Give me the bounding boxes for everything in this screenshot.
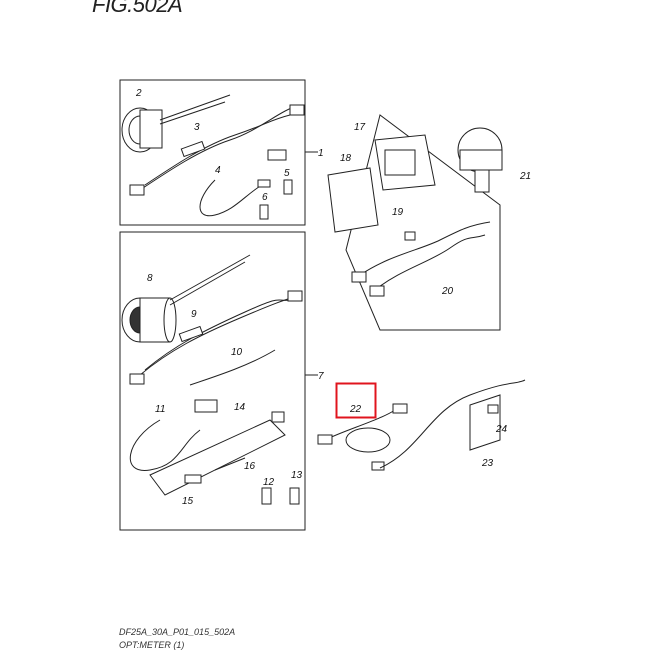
callout-7[interactable]: 7 bbox=[318, 371, 324, 382]
part-11-cable bbox=[129, 399, 218, 471]
callout-6[interactable]: 6 bbox=[262, 192, 268, 203]
callout-24[interactable]: 24 bbox=[495, 424, 508, 435]
part-5-6-connectors bbox=[259, 179, 293, 220]
callout-15[interactable]: 15 bbox=[182, 496, 194, 507]
frame-group-17 bbox=[345, 114, 501, 331]
callout-8[interactable]: 8 bbox=[147, 273, 153, 284]
callout-23[interactable]: 23 bbox=[481, 458, 494, 469]
part-23-24-harness bbox=[379, 379, 526, 469]
callout-labels: 1 2 3 4 5 6 7 8 9 10 11 12 13 14 15 16 1… bbox=[135, 88, 531, 507]
part-4-cable bbox=[199, 149, 287, 217]
highlight-box-part-22[interactable] bbox=[335, 382, 377, 419]
figure-subtitle: OPT:METER (1) bbox=[119, 640, 185, 650]
callout-12[interactable]: 12 bbox=[263, 477, 275, 488]
frame-group-7 bbox=[119, 231, 306, 531]
part-12-13-connectors bbox=[261, 487, 300, 505]
callout-19[interactable]: 19 bbox=[392, 207, 404, 218]
part-19-harness bbox=[351, 221, 491, 297]
callout-17[interactable]: 17 bbox=[354, 122, 366, 133]
part-8-gauge bbox=[121, 254, 251, 343]
part-14-15-16-kit bbox=[149, 411, 286, 496]
callout-4[interactable]: 4 bbox=[215, 165, 221, 176]
figure-title: FIG.502A bbox=[92, 0, 183, 17]
callout-22[interactable]: 22 bbox=[349, 404, 362, 415]
callout-13[interactable]: 13 bbox=[291, 470, 303, 481]
callout-1[interactable]: 1 bbox=[318, 148, 324, 159]
figure-code: DF25A_30A_P01_015_502A bbox=[119, 627, 236, 637]
part-17-18-display bbox=[327, 134, 436, 233]
part-9-harness bbox=[129, 290, 303, 385]
callout-16[interactable]: 16 bbox=[244, 461, 256, 472]
callout-18[interactable]: 18 bbox=[340, 153, 352, 164]
callout-5[interactable]: 5 bbox=[284, 168, 290, 179]
callout-14[interactable]: 14 bbox=[234, 402, 246, 413]
callout-10[interactable]: 10 bbox=[231, 347, 243, 358]
callout-20[interactable]: 20 bbox=[441, 286, 454, 297]
callout-11[interactable]: 11 bbox=[155, 404, 165, 415]
part-2-gauge bbox=[121, 94, 231, 153]
callout-3[interactable]: 3 bbox=[194, 122, 200, 133]
part-21-gps-antenna bbox=[457, 127, 503, 193]
part-22-cable bbox=[317, 403, 408, 471]
part-10-cable bbox=[189, 349, 276, 386]
callout-9[interactable]: 9 bbox=[191, 309, 197, 320]
frame-group-1 bbox=[119, 79, 306, 226]
callout-2[interactable]: 2 bbox=[135, 88, 142, 99]
callout-21[interactable]: 21 bbox=[519, 171, 531, 182]
part-3-harness bbox=[129, 104, 305, 196]
